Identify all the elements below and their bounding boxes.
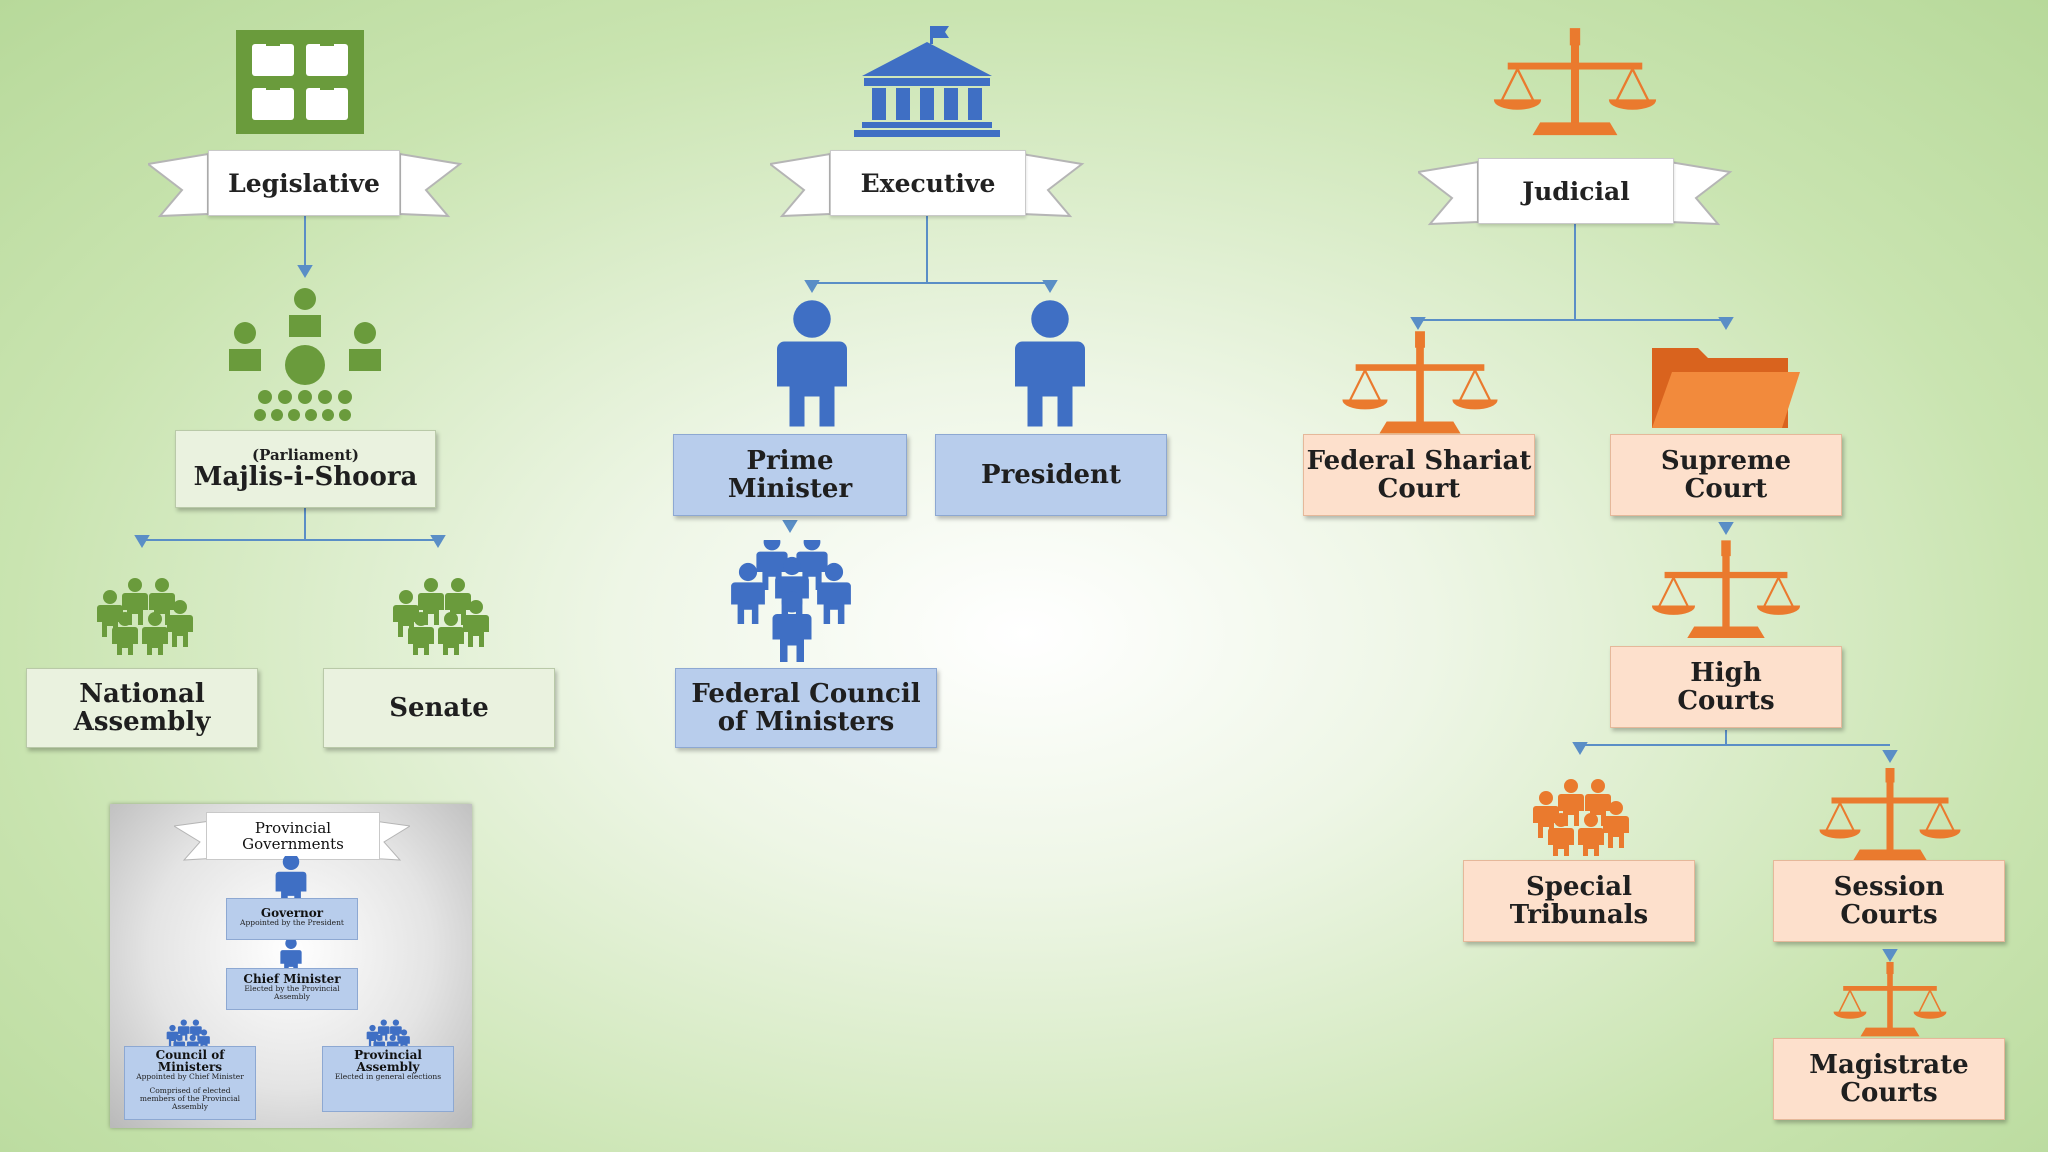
president-label: President bbox=[981, 460, 1121, 490]
federal-shariat-line2: Court bbox=[1377, 474, 1461, 504]
national-assembly-group-icon bbox=[70, 555, 218, 655]
council-group-icon bbox=[158, 1010, 218, 1050]
council-note3: Assembly bbox=[171, 1102, 209, 1111]
parliament-small-label: (Parliament) bbox=[251, 446, 360, 464]
president-box: President bbox=[935, 434, 1167, 516]
special-tribunals-group-icon bbox=[1506, 756, 1654, 856]
magistrate-courts-scales-icon bbox=[1833, 962, 1947, 1037]
session-courts-scales-icon bbox=[1819, 768, 1961, 861]
special-tribunals-line1: Special bbox=[1526, 872, 1632, 902]
president-person-icon bbox=[1015, 300, 1085, 427]
chief-minister-title: Chief Minister bbox=[243, 972, 341, 986]
council-box: Council of Ministers Appointed by Chief … bbox=[124, 1046, 256, 1120]
special-tribunals-box: Special Tribunals bbox=[1463, 860, 1695, 942]
magistrate-courts-line1: Magistrate bbox=[1809, 1050, 1969, 1080]
magistrate-courts-line2: Courts bbox=[1840, 1078, 1938, 1108]
provincial-title-line2: Governments bbox=[242, 835, 344, 853]
governor-title: Governor bbox=[260, 906, 324, 920]
senate-label: Senate bbox=[389, 693, 489, 723]
special-tribunals-line2: Tribunals bbox=[1509, 900, 1649, 930]
federal-council-line1: Federal Council bbox=[691, 679, 921, 709]
session-courts-line1: Session bbox=[1833, 872, 1945, 902]
prime-minister-box: Prime Minister bbox=[673, 434, 907, 516]
provincial-title: Provincial Governments bbox=[206, 812, 380, 860]
governor-box: Governor Appointed by the President bbox=[226, 898, 358, 940]
prime-minister-line1: Prime bbox=[746, 446, 834, 476]
senate-group-icon bbox=[366, 555, 514, 655]
chief-minister-box: Chief Minister Elected by the Provincial… bbox=[226, 968, 358, 1010]
council-title2: Ministers bbox=[157, 1060, 223, 1074]
supreme-court-line2: Court bbox=[1684, 474, 1768, 504]
session-courts-box: Session Courts bbox=[1773, 860, 2005, 942]
chief-minister-sub2: Assembly bbox=[273, 992, 311, 1001]
assembly-sub: Elected in general elections bbox=[334, 1072, 442, 1081]
council-note1: Comprised of elected bbox=[149, 1086, 231, 1095]
council-note2: members of the Provincial bbox=[139, 1094, 241, 1103]
federal-council-group-icon bbox=[731, 540, 851, 662]
prime-minister-person-icon bbox=[777, 300, 847, 427]
federal-shariat-line1: Federal Shariat bbox=[1306, 446, 1532, 476]
session-courts-line2: Courts bbox=[1840, 900, 1938, 930]
folder-icon bbox=[1652, 348, 1800, 428]
magistrate-courts-box: Magistrate Courts bbox=[1773, 1038, 2005, 1120]
prime-minister-line2: Minister bbox=[727, 474, 853, 504]
scales-icon bbox=[1493, 27, 1657, 136]
parliament-label: Majlis-i-Shoora bbox=[193, 462, 418, 492]
federal-council-box: Federal Council of Ministers bbox=[675, 668, 937, 748]
parliament-box: (Parliament) Majlis-i-Shoora bbox=[175, 430, 436, 508]
national-assembly-box: National Assembly bbox=[26, 668, 258, 748]
judicial-title: Judicial bbox=[1478, 158, 1674, 224]
federal-shariat-scales-icon bbox=[1341, 330, 1499, 434]
legislative-title: Legislative bbox=[208, 150, 400, 216]
executive-title: Executive bbox=[830, 150, 1026, 216]
assembly-title1: Provincial bbox=[354, 1048, 422, 1062]
assembly-title2: Assembly bbox=[356, 1060, 420, 1074]
federal-shariat-court-box: Federal Shariat Court bbox=[1303, 434, 1535, 516]
high-courts-scales-icon bbox=[1651, 540, 1801, 639]
assembly-box: Provincial Assembly Elected in general e… bbox=[322, 1046, 454, 1112]
high-courts-line2: Courts bbox=[1677, 686, 1775, 716]
council-title1: Council of bbox=[155, 1048, 225, 1062]
assembly-group-icon bbox=[358, 1012, 418, 1050]
governor-sub: Appointed by the President bbox=[240, 918, 344, 927]
chief-minister-person-icon bbox=[280, 940, 302, 970]
provincial-title-line1: Provincial bbox=[254, 819, 332, 837]
governor-person-icon bbox=[275, 856, 307, 902]
national-assembly-line1: National bbox=[79, 679, 205, 709]
supreme-court-line1: Supreme bbox=[1660, 446, 1792, 476]
high-courts-line1: High bbox=[1690, 658, 1762, 688]
council-sub: Appointed by Chief Minister bbox=[136, 1072, 244, 1081]
high-courts-box: High Courts bbox=[1610, 646, 1842, 728]
supreme-court-box: Supreme Court bbox=[1610, 434, 1842, 516]
federal-council-line2: of Ministers bbox=[717, 707, 895, 737]
senate-box: Senate bbox=[323, 668, 555, 748]
ballot-grid-icon bbox=[236, 30, 364, 134]
national-assembly-line2: Assembly bbox=[73, 707, 211, 737]
government-building-icon bbox=[854, 26, 1000, 137]
parliament-group-icon bbox=[229, 288, 381, 421]
chief-minister-sub1: Elected by the Provincial bbox=[244, 984, 340, 993]
provincial-governments-inset: Provincial Governments Governor Appointe… bbox=[110, 804, 472, 1128]
